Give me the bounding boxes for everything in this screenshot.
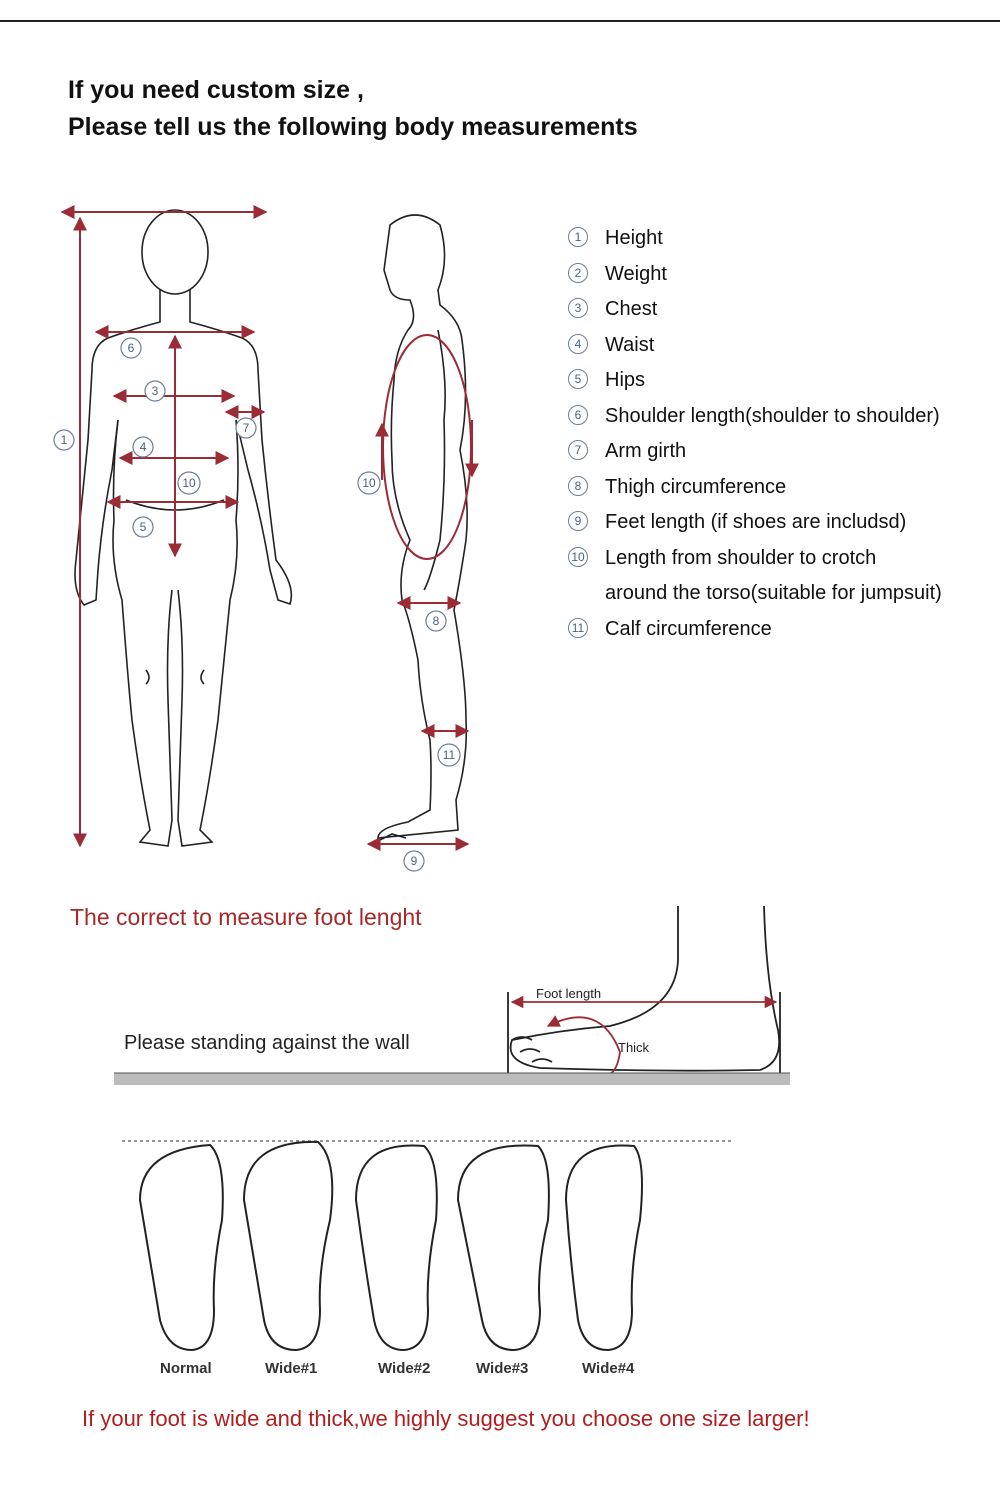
marker-text: 9	[411, 854, 418, 868]
legend-number: 2	[568, 262, 588, 283]
legend-number: 6	[568, 404, 588, 425]
marker-6	[120, 337, 142, 359]
footprint-wide-3	[456, 1144, 550, 1352]
footprint-wide-1	[242, 1140, 334, 1352]
marker-3	[144, 380, 166, 402]
legend-item: 8 Thigh circumference	[568, 471, 988, 507]
legend-number: 10	[568, 546, 588, 567]
foot-label-wide-3: Wide#3	[476, 1360, 529, 1377]
legend-number: 1	[568, 227, 588, 247]
foot-label-wide-2: Wide#2	[378, 1360, 431, 1377]
marker-numbers: 1 6 3 7 4 10 5 10 8 11 9	[61, 341, 456, 868]
legend-item: 11 Calf circumference	[568, 613, 988, 649]
size-advice-note: If your foot is wide and thick,we highly…	[82, 1406, 810, 1431]
thick-label: Thick	[618, 1040, 650, 1055]
legend-label: Waist	[605, 333, 655, 356]
marker-text: 5	[140, 520, 147, 534]
measurement-legend: 1 Height 2 Weight 3 Chest 4 Waist 5 Hips 6 Sho…	[568, 222, 988, 648]
foot-label-wide-4: Wide#4	[582, 1360, 635, 1377]
legend-number: 5	[568, 369, 588, 389]
foot-shapes	[138, 1140, 643, 1352]
legend-label: Weight	[605, 262, 667, 285]
marker-4	[132, 436, 154, 458]
front-figure	[74, 209, 293, 847]
marker-7	[235, 417, 257, 439]
floor-strip	[114, 1073, 790, 1085]
legend-label: Height	[605, 227, 663, 249]
legend-item: 1 Height	[568, 222, 988, 258]
foot-label-normal: Normal	[160, 1360, 212, 1377]
footprint-normal	[138, 1143, 224, 1352]
legend-number: 8	[568, 475, 588, 496]
legend-item: 7 Arm girth	[568, 435, 988, 471]
legend-label: Shoulder length(shoulder to shoulder)	[605, 404, 940, 427]
legend-number: 9	[568, 511, 588, 531]
marker-9	[403, 850, 425, 872]
footprint-wide-4	[564, 1144, 643, 1352]
legend-label: Hips	[605, 369, 646, 391]
marker-text: 8	[433, 614, 440, 628]
side-arrows	[366, 334, 479, 851]
legend-item: 10 Length from shoulder to crotch	[568, 542, 988, 578]
legend-item: 9 Feet length (if shoes are includsd)	[568, 506, 988, 542]
marker-text: 10	[362, 476, 376, 490]
foot-label-wide-1: Wide#1	[265, 1360, 318, 1377]
marker-text: 3	[152, 384, 159, 398]
legend-label: Calf circumference	[605, 617, 772, 640]
legend-item-continuation: around the torso(suitable for jumpsuit)	[568, 577, 988, 613]
heading-line-1: If you need custom size ,	[68, 76, 364, 104]
legend-item: 5 Hips	[568, 364, 988, 400]
torso-loop	[382, 334, 472, 560]
front-arrows	[60, 205, 268, 848]
marker-text: 11	[443, 748, 456, 762]
foot-wall-illustration: Foot length Thick	[114, 905, 790, 1085]
marker-11	[437, 743, 461, 767]
marker-5	[132, 516, 154, 538]
foot-section-title: The correct to measure foot lenght	[70, 904, 422, 930]
marker-text: 10	[182, 476, 196, 490]
marker-10-front	[177, 471, 201, 495]
marker-10-side	[357, 471, 381, 495]
legend-label: around the torso(suitable for jumpsuit)	[605, 582, 942, 604]
marker-8	[425, 610, 447, 632]
legend-item: 3 Chest	[568, 293, 988, 329]
marker-1	[53, 429, 75, 451]
marker-text: 6	[128, 341, 135, 355]
legend-item: 2 Weight	[568, 258, 988, 294]
marker-text: 4	[140, 440, 147, 454]
marker-text: 7	[243, 421, 250, 435]
legend-label: Arm girth	[605, 440, 687, 462]
legend-label: Thigh circumference	[605, 475, 787, 498]
legend-label: Feet length (if shoes are includsd)	[605, 511, 907, 533]
legend-number: 11	[568, 617, 588, 638]
legend-item: 4 Waist	[568, 329, 988, 365]
legend-number: 7	[568, 440, 588, 460]
legend-label: Chest	[605, 298, 658, 320]
legend-number: 4	[568, 333, 588, 354]
top-divider	[0, 20, 1000, 22]
diagram-markers	[53, 337, 461, 872]
page-heading: If you need custom size , Please tell us…	[68, 72, 638, 146]
footprint-wide-2	[354, 1144, 438, 1352]
marker-text: 1	[61, 433, 68, 447]
legend-label: Length from shoulder to crotch	[605, 546, 877, 569]
foot-length-label: Foot length	[536, 986, 601, 1001]
legend-item: 6 Shoulder length(shoulder to shoulder)	[568, 400, 988, 436]
heading-line-2: Please tell us the following body measur…	[68, 113, 638, 141]
legend-number: 3	[568, 298, 588, 318]
wall-instruction: Please standing against the wall	[124, 1032, 410, 1054]
